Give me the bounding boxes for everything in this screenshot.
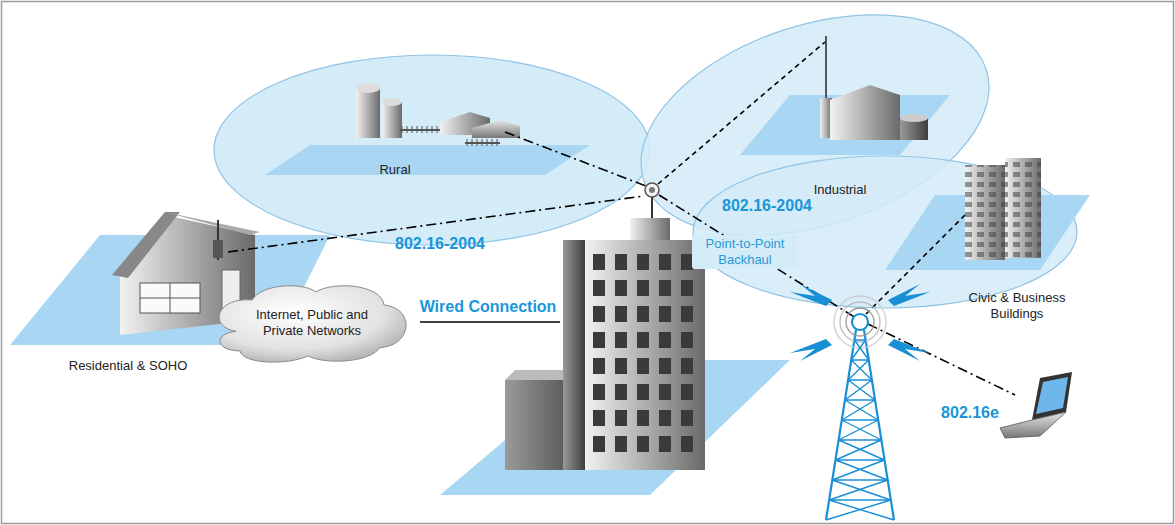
network-cloud: Internet, Public and Private Networks: [212, 282, 412, 364]
link-note: Point-to-Point Backhaul: [692, 235, 798, 269]
node-text: Civic & Business Buildings: [952, 290, 1082, 322]
coverage-ellipse: [214, 55, 650, 245]
central-building: [505, 183, 705, 470]
node-text: Rural: [345, 162, 445, 178]
coverage-ellipse: [693, 156, 1077, 308]
tower-brace: [851, 340, 868, 360]
ground-platform: [265, 145, 590, 175]
farm-buildings: [356, 83, 520, 146]
tower-brace: [842, 400, 878, 420]
tower-brace: [848, 360, 872, 380]
area-label: Residential & SOHO: [38, 358, 218, 374]
tower-brace: [832, 460, 887, 480]
area-label: Civic & Business Buildings: [952, 290, 1082, 322]
node-text: Residential & SOHO: [38, 358, 218, 374]
tower-brace: [845, 380, 875, 400]
wired-link: [420, 321, 560, 322]
tower-brace: [835, 440, 884, 460]
radio-tower: [826, 296, 894, 520]
laptop: [1000, 372, 1072, 438]
link-label: 802.16-2004: [702, 196, 832, 215]
link-label: 802.16e: [925, 403, 1015, 422]
factory-building: [820, 36, 928, 140]
area-label: Industrial: [785, 182, 895, 198]
node-text: Industrial: [785, 182, 895, 198]
area-label: Rural: [345, 162, 445, 178]
link-label: 802.16-2004: [375, 234, 505, 253]
node-text: Internet, Public and Private Networks: [237, 307, 387, 339]
ground-platform: [920, 375, 1110, 440]
link-label: Wired Connection: [403, 297, 573, 316]
tower-brace: [839, 420, 882, 440]
signal-bolt: [790, 284, 930, 361]
tower-brace: [829, 480, 891, 500]
office-towers: [965, 158, 1041, 260]
tower-brace: [826, 500, 894, 520]
